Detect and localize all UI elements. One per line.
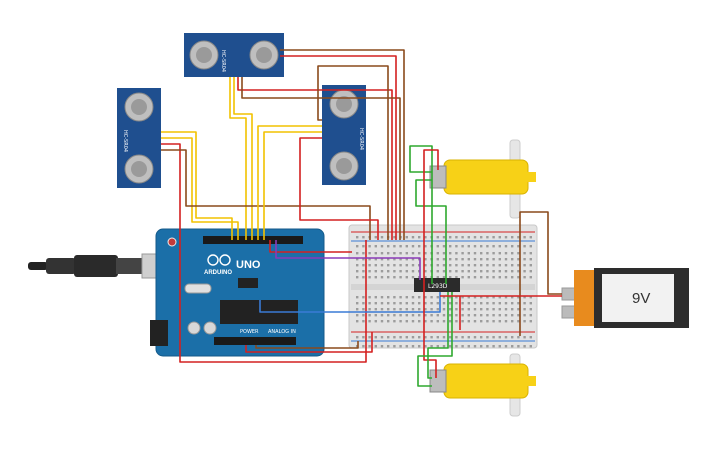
sensor-right-label: HC-SR04 [358, 128, 364, 150]
wire-green [417, 292, 453, 387]
wire-red [423, 149, 439, 378]
wire-brown [241, 77, 401, 240]
wire-brown [255, 341, 359, 349]
wire-yellow [257, 125, 322, 240]
arduino-logo [207, 254, 231, 266]
wire-yellow [161, 137, 239, 240]
motor-driver-ic: L293D [414, 278, 460, 292]
wire-purple [275, 240, 421, 280]
wire-red [237, 77, 393, 240]
wires [161, 49, 562, 387]
wire-yellow [233, 77, 253, 240]
ultrasonic-sensor-right: HC-SR04 [322, 85, 366, 185]
wire-red [161, 143, 367, 363]
wire-yellow [229, 77, 247, 240]
wire-green [427, 292, 449, 379]
wire-red [299, 137, 379, 240]
breadboard-holes [356, 236, 532, 348]
wire-red [269, 240, 352, 253]
battery-label: 9V [632, 290, 650, 307]
arduino-board: ARDUINO UNO POWER ANALOG IN [150, 228, 325, 357]
wire-blue [259, 292, 441, 313]
battery-9v: 9V [561, 268, 689, 328]
power-header-label: POWER [240, 329, 259, 335]
wire-brown [317, 65, 389, 240]
motor-top [429, 139, 536, 219]
wire-brown [519, 211, 562, 336]
driver-ic-label: L293D [428, 283, 448, 290]
ultrasonic-sensor-top: HC-SR04 [184, 33, 284, 77]
sensor-left-label: HC-SR04 [122, 130, 128, 152]
wire-brown [280, 49, 405, 240]
wire-green [409, 145, 433, 284]
wire-green [415, 179, 447, 284]
arduino-brand-label: ARDUINO [204, 270, 232, 276]
ultrasonic-sensor-left: HC-SR04 [117, 88, 161, 188]
wire-yellow [161, 131, 233, 240]
wire-yellow [263, 131, 322, 240]
wire-red [245, 332, 373, 353]
arduino-model-label: UNO [236, 259, 261, 271]
wire-brown [161, 149, 371, 240]
wire-red [280, 55, 397, 240]
analog-header-label: ANALOG IN [268, 329, 296, 335]
usb-cable [28, 253, 165, 279]
sensor-top-label: HC-SR04 [220, 50, 226, 72]
motor-bottom [429, 353, 536, 417]
